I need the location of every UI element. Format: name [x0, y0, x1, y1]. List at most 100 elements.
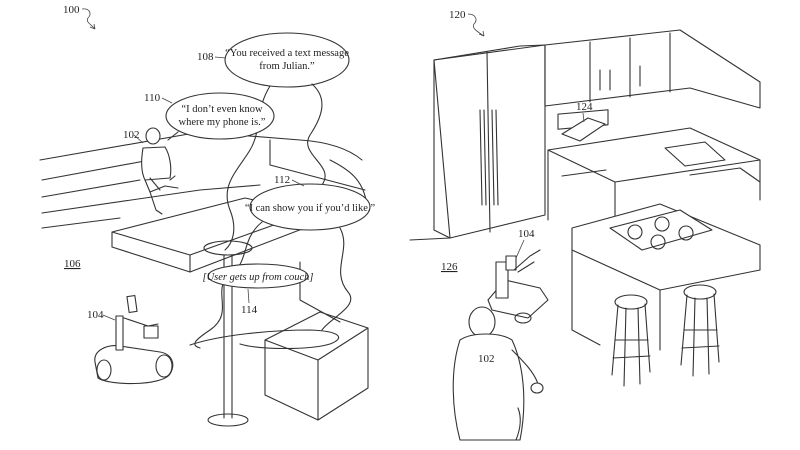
robot-gripper: [143, 325, 159, 339]
robot-bubble: [249, 183, 371, 231]
couch-back: [269, 139, 366, 191]
burner-4: [678, 225, 694, 241]
ref-annotation-leader: [247, 288, 250, 304]
robot-base: [94, 345, 174, 385]
oven-knobs: [561, 169, 607, 177]
refrigerator-handle-2: [491, 109, 499, 206]
right-panel: 120 124: [409, 9, 761, 441]
user-bubble-line2: where my phone is.”: [179, 117, 266, 128]
robot-head: [126, 294, 138, 314]
user-head: [145, 127, 161, 145]
ref-notification: 108: [197, 51, 214, 63]
ref-fig-left-arrowhead: [89, 23, 96, 30]
ref-robot-bubble-leader: [291, 179, 305, 187]
ref-scene-right: 126: [441, 261, 458, 273]
ref-user-bubble-leader: [161, 97, 173, 104]
floor-left: [409, 237, 451, 241]
notification-line1: “You received a text message: [225, 48, 349, 59]
ref-notification-leader: [214, 56, 227, 59]
ref-fig-right-arrow: [467, 13, 485, 37]
user-right-head: [468, 306, 496, 338]
annotation-text: [User gets up from couch]: [202, 272, 313, 283]
ref-robot-right-leader: [515, 239, 525, 259]
burner-3: [650, 234, 666, 250]
stool-1-rungs: [612, 339, 651, 359]
notification-bubble: [224, 32, 350, 88]
ottoman-top: [264, 311, 369, 361]
left-panel: 100 102: [39, 4, 376, 427]
upper-cabinet-doors: [589, 32, 671, 103]
wall-line-4: [41, 184, 261, 214]
ref-user-left: 102: [123, 129, 140, 141]
robot-right-arm: [513, 249, 541, 273]
wall-line-top: [39, 131, 363, 161]
ottoman-front: [264, 339, 319, 421]
stool-2-legs: [680, 293, 720, 377]
wall-line-3: [41, 179, 141, 198]
ref-tablet: 124: [576, 101, 593, 113]
ref-user-bubble: 110: [144, 92, 161, 104]
stool-2-rungs: [681, 329, 720, 349]
ref-user-left-leader: [133, 134, 144, 144]
refrigerator-front: [433, 44, 546, 239]
refrigerator-door-split: [486, 51, 491, 233]
user-bubble: [165, 92, 275, 140]
robot-wheel-1: [96, 359, 112, 381]
user-right-arm: [511, 349, 539, 385]
stool-1-legs: [611, 303, 651, 387]
robot-bubble-line1: “I can show you if you’d like.”: [245, 203, 376, 214]
user-torso: [141, 146, 172, 181]
ref-user-right: 102: [478, 353, 495, 365]
ref-fig-left-arrow: [81, 8, 96, 30]
robot-right-head: [505, 255, 517, 271]
ref-robot-bubble: 112: [274, 174, 290, 186]
refrigerator-side: [433, 59, 451, 239]
stool-1: [611, 294, 651, 387]
ref-robot-right: 104: [518, 228, 535, 240]
annotation-curl: [189, 329, 340, 350]
robot-figure-right: [487, 249, 549, 324]
stool-1-seat: [614, 294, 648, 310]
refrigerator-top: [433, 44, 546, 61]
lamp-shade: [203, 240, 253, 256]
user-right-hand: [530, 382, 544, 394]
user-figure-left: [141, 127, 179, 215]
platform-front: [111, 231, 191, 273]
upper-cabinet-handles: [599, 65, 641, 91]
robot-right-wheel: [514, 312, 532, 324]
robot-mast: [115, 315, 124, 351]
user-legs: [144, 179, 179, 193]
robot-right-mast: [495, 261, 509, 299]
wall-line-2: [41, 159, 151, 181]
ref-scene-left: 106: [64, 258, 81, 270]
stovetop: [609, 209, 713, 251]
wall-line-5: [41, 217, 121, 229]
couch-arm: [329, 159, 367, 201]
notification-line2: from Julian.”: [259, 61, 315, 72]
user-right-hip: [515, 407, 521, 441]
annotation-bubble: [207, 263, 309, 289]
stool-2: [680, 284, 720, 377]
stool-2-seat: [683, 284, 717, 300]
ref-robot-left-leader: [102, 314, 116, 321]
robot-wheel-2: [155, 354, 173, 378]
ref-fig-right-arrowhead: [478, 30, 485, 37]
burner-2: [654, 216, 670, 232]
ref-tablet-leader: [582, 112, 585, 123]
ref-annotation: 114: [241, 304, 258, 316]
tablet: [561, 117, 606, 142]
user-shin: [149, 191, 163, 215]
lamp-base: [207, 413, 249, 427]
robot-figure-left: [94, 294, 174, 385]
island-front: [571, 249, 601, 346]
robot-arm: [123, 317, 159, 327]
robot-bubble-tail: [321, 227, 352, 331]
user-bubble-tail: [167, 131, 179, 141]
ottoman-side: [317, 327, 369, 421]
user-arms: [149, 175, 176, 191]
ref-fig-left: 100: [63, 4, 80, 16]
burner-1: [627, 224, 643, 240]
sink: [664, 141, 726, 167]
ref-robot-left: 104: [87, 309, 104, 321]
